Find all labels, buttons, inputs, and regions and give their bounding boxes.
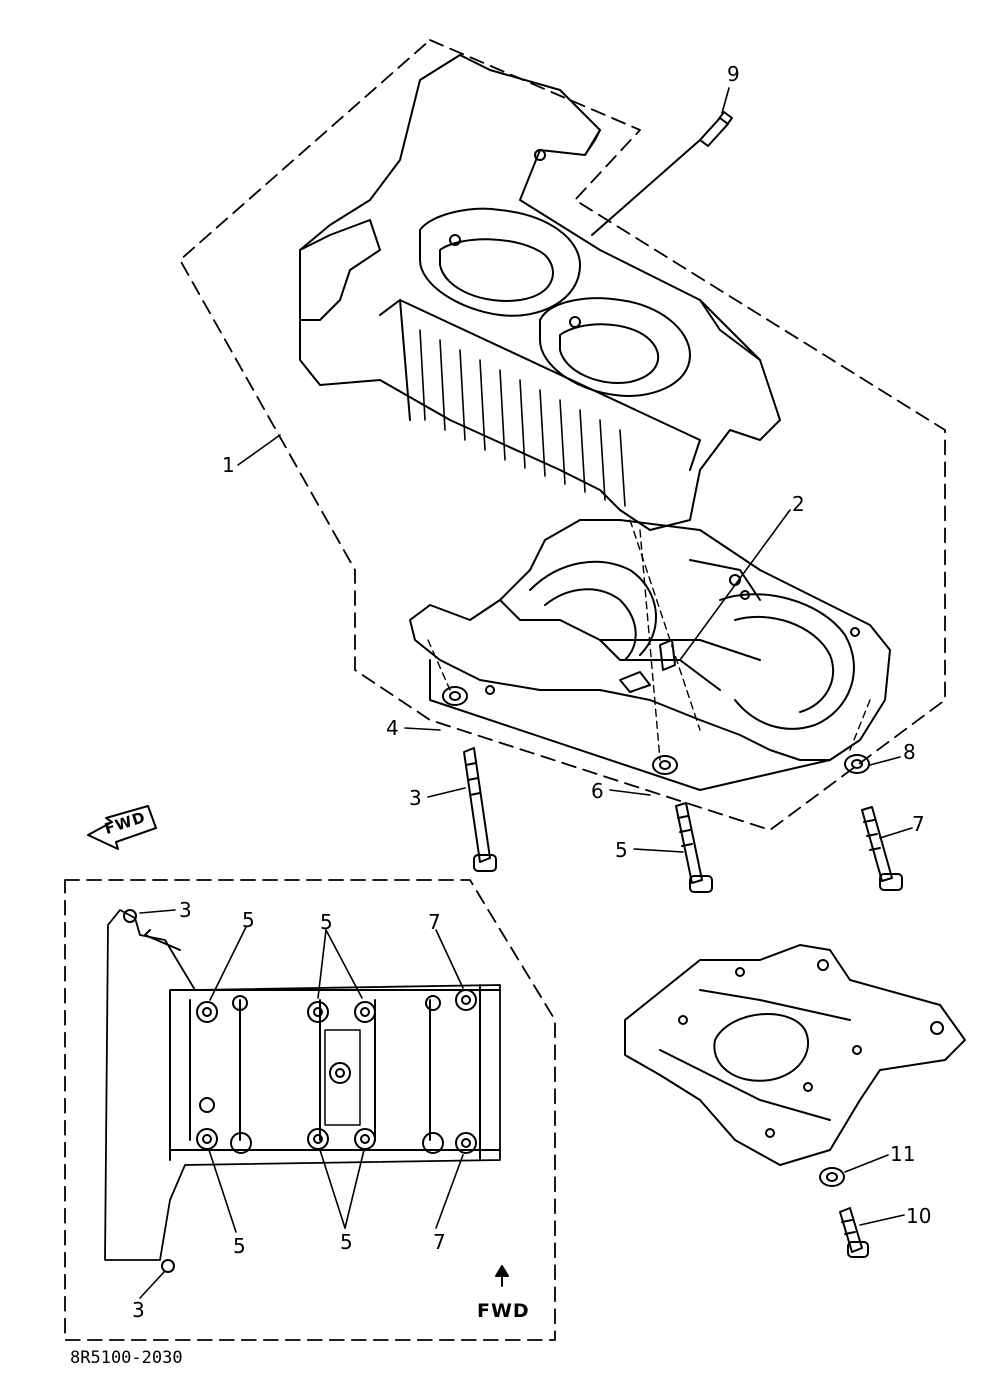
callout-11: 11 — [890, 1142, 916, 1166]
callout-8: 8 — [903, 740, 916, 764]
lower-crankcase — [409, 519, 891, 791]
bolt-part-3 — [463, 747, 497, 872]
plug-part-9 — [591, 111, 733, 236]
inset-callout-5-bottom-mid: 5 — [340, 1230, 353, 1254]
bolt-part-10 — [839, 1207, 869, 1258]
washer-part-6 — [652, 755, 678, 775]
washer-part-8 — [844, 754, 870, 774]
callout-4: 4 — [386, 716, 399, 740]
callout-3: 3 — [409, 786, 422, 810]
callout-5: 5 — [615, 838, 628, 862]
mount-leaders — [844, 1154, 905, 1226]
inset-callout-3-top: 3 — [179, 898, 192, 922]
assembly-lines — [427, 519, 871, 761]
washer-part-4 — [442, 686, 468, 706]
engine-mount-plate — [624, 944, 966, 1166]
inset-callout-5-bottom-left: 5 — [233, 1234, 246, 1258]
inset-callout-3-bottom: 3 — [132, 1298, 145, 1322]
washer-part-11 — [819, 1167, 845, 1187]
bolt-part-7 — [861, 806, 903, 891]
callout-1: 1 — [222, 453, 235, 477]
callout-2: 2 — [792, 492, 805, 516]
inset-callout-7-top: 7 — [428, 910, 441, 934]
inset-callout-7-bottom: 7 — [433, 1230, 446, 1254]
callout-10: 10 — [906, 1204, 932, 1228]
inset-leaders — [139, 909, 464, 1299]
callout-6: 6 — [591, 779, 604, 803]
inset-callout-5-top-mid: 5 — [320, 910, 333, 934]
inset-boundary — [64, 879, 556, 1341]
inset-bottom-view — [104, 909, 501, 1273]
fwd-direction-arrow — [87, 805, 157, 850]
callout-9: 9 — [727, 62, 740, 86]
crankcase-group-boundary — [179, 39, 946, 831]
figure-code: 8R5100-2030 — [70, 1348, 183, 1368]
inset-fwd-label: FWD — [477, 1300, 530, 1322]
inset-fwd-arrow — [495, 1265, 509, 1287]
bolt-part-5 — [675, 802, 713, 893]
callout-leaders — [237, 87, 913, 853]
upper-crankcase — [299, 54, 781, 531]
inset-callout-5-top-left: 5 — [242, 908, 255, 932]
callout-7: 7 — [912, 812, 925, 836]
